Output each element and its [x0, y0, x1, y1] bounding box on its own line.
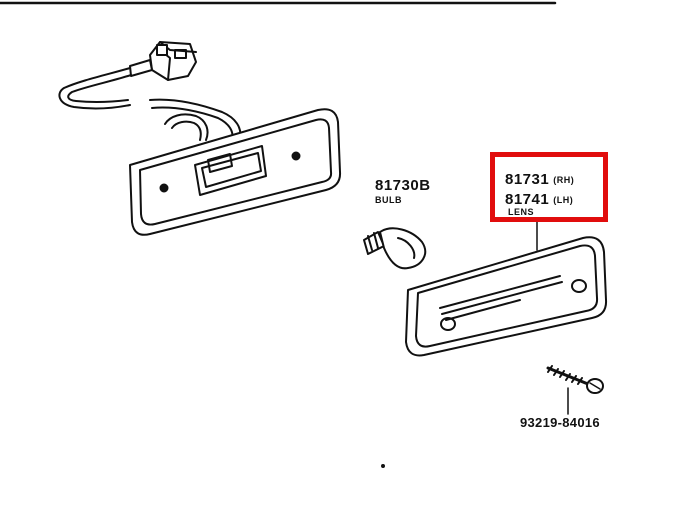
- lens-rh-part-number: 81731: [505, 171, 550, 188]
- screw-part-number: 93219-84016: [520, 415, 600, 430]
- bulb-part-name: BULB: [375, 195, 402, 205]
- lens-lh-side: (LH): [553, 195, 574, 205]
- lens: [405, 236, 608, 357]
- lens-lh-label: 81741(LH): [505, 192, 573, 207]
- bulb: [363, 227, 427, 270]
- screw: [546, 365, 604, 394]
- stray-dot: [381, 464, 385, 468]
- lens-rh-label: 81731(RH): [505, 172, 574, 187]
- lens-highlight-box: [490, 152, 608, 222]
- connector-plug: [129, 41, 197, 81]
- bulb-part-number: 81730B: [375, 177, 431, 194]
- lens-rh-side: (RH): [553, 175, 575, 185]
- lamp-housing: [129, 108, 342, 236]
- lens-lh-part-number: 81741: [505, 191, 550, 208]
- lens-part-name: LENS: [508, 207, 535, 217]
- wire-harness: [58, 67, 242, 141]
